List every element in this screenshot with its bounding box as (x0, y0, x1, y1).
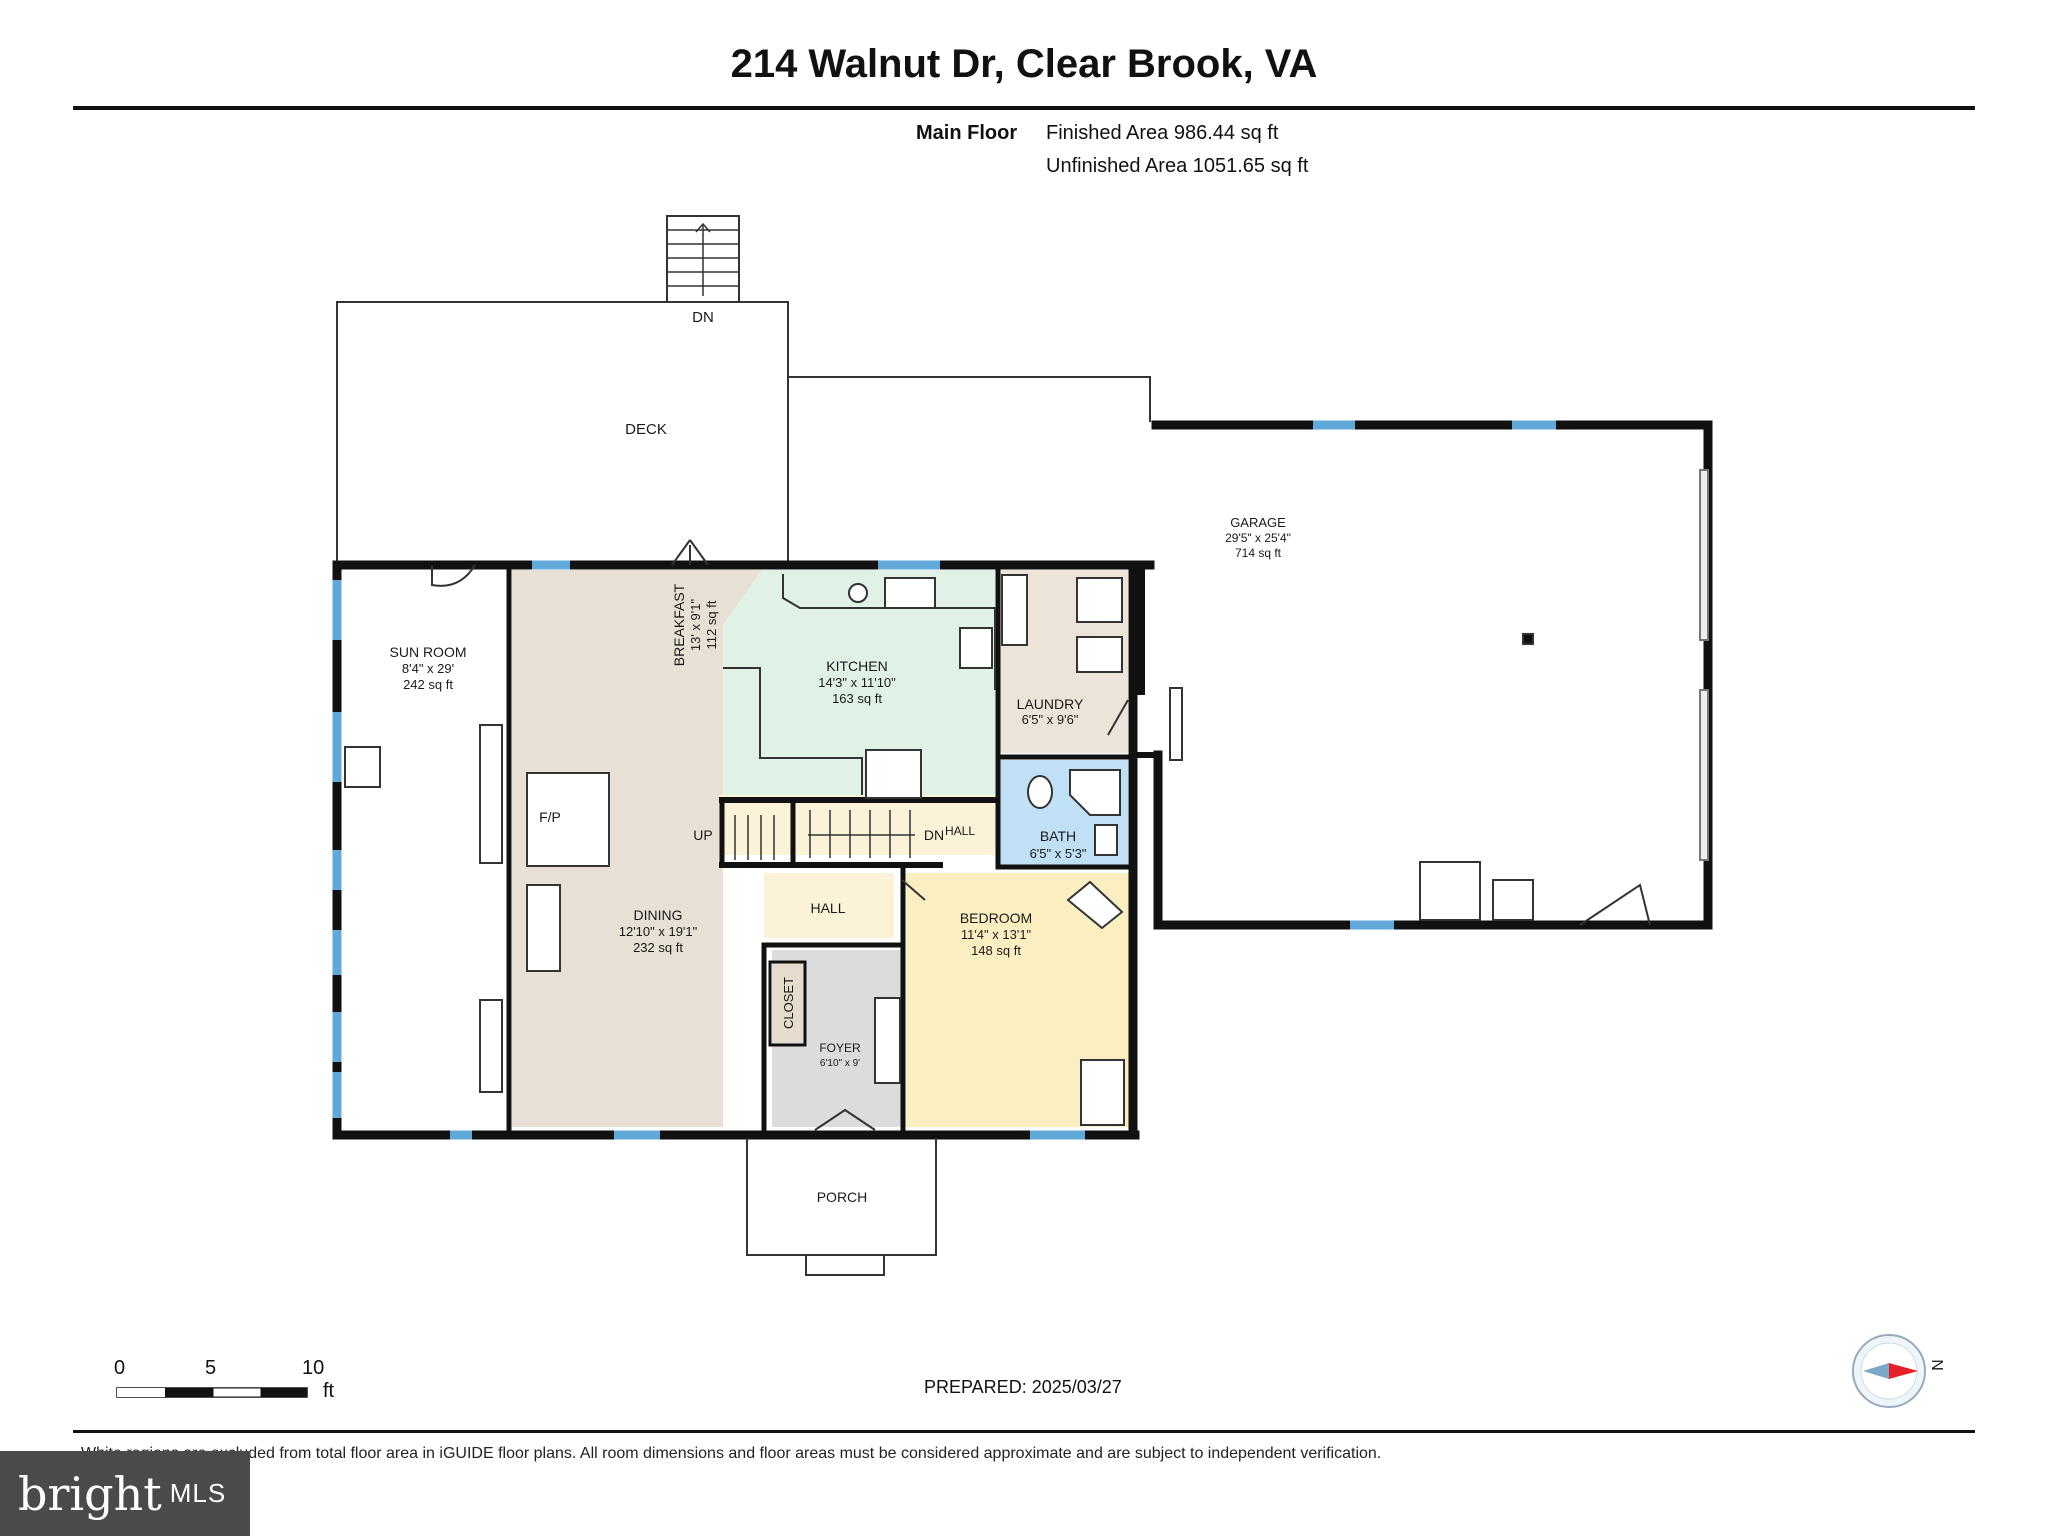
dining-name: DINING (634, 907, 683, 923)
bath-dims: 6'5" x 5'3" (1030, 846, 1087, 861)
interior-stairs (734, 810, 915, 860)
dryer-icon (1076, 636, 1123, 673)
kitchen-area: 163 sq ft (832, 691, 882, 706)
scale-unit: ft (323, 1380, 335, 1402)
porch (746, 1138, 937, 1276)
sink-icon (1094, 824, 1118, 856)
dining-fill (512, 570, 762, 1127)
garage-area: 714 sq ft (1235, 546, 1282, 560)
foyer-name: FOYER (819, 1041, 861, 1055)
stairs-up-label: UP (693, 827, 712, 843)
stairs-down-label: DN (924, 827, 944, 843)
logo-suffix: MLS (169, 1478, 227, 1508)
breakfast-dims: 13' x 9'1" (688, 599, 703, 652)
bedroom-name: BEDROOM (960, 910, 1032, 926)
sun-room-area: 242 sq ft (403, 677, 453, 692)
porch-name: PORCH (817, 1189, 868, 1205)
windows (332, 420, 1556, 1140)
dining-sideboard (526, 884, 561, 972)
closet-name: CLOSET (781, 977, 796, 1029)
north-label: N (1927, 1359, 1945, 1371)
dining-dims: 12'10" x 19'1" (619, 924, 698, 939)
footer-rule (73, 1430, 1975, 1433)
dining-area: 232 sq ft (633, 940, 683, 955)
laundry-dims: 6'5" x 9'6" (1022, 712, 1079, 727)
room-fills (512, 570, 1132, 1127)
sun-room-name: SUN ROOM (390, 644, 467, 660)
kitchen-name: KITCHEN (826, 658, 887, 674)
breakfast-area: 112 sq ft (704, 600, 719, 649)
foyer-bench (874, 997, 901, 1084)
laundry-name: LAUNDRY (1017, 696, 1084, 712)
doors (431, 539, 1651, 1131)
breakfast-label-group: BREAKFAST 13' x 9'1" 112 sq ft (671, 583, 719, 666)
hall-lower-name: HALL (810, 900, 845, 916)
unfinished-area: Unfinished Area 1051.65 sq ft (1046, 155, 1309, 177)
washer-icon (1076, 577, 1123, 623)
deck-label: DECK (625, 421, 667, 438)
sun-room-bench (479, 724, 503, 864)
kitchen-fill (723, 570, 995, 795)
foyer-dims: 6'10" x 9' (820, 1058, 860, 1069)
scale-bar (116, 1387, 308, 1398)
bath-name: BATH (1040, 828, 1076, 844)
bedroom-area: 148 sq ft (971, 943, 1021, 958)
title-rule (73, 106, 1975, 110)
hall-lower-fill (764, 873, 894, 938)
sun-room-fixture (344, 746, 381, 788)
bedroom-chair (1066, 880, 1124, 930)
sun-room-cabinet (479, 999, 503, 1093)
hall-upper-fill (720, 795, 995, 855)
garage-appliance (1419, 861, 1481, 921)
floor-name: Main Floor (916, 122, 1018, 144)
deck-stairs-label: DN (692, 309, 714, 326)
garage-dims: 29'5" x 25'4" (1225, 531, 1291, 545)
finished-area: Finished Area 986.44 sq ft (1046, 122, 1279, 144)
stove-icon (959, 627, 993, 669)
disclaimer: White regions are excluded from total fl… (81, 1445, 1382, 1462)
fireplace-label: F/P (539, 809, 561, 825)
toilet-icon (1027, 775, 1053, 809)
fireplace (526, 772, 610, 867)
page-title: 214 Walnut Dr, Clear Brook, VA (730, 42, 1318, 86)
closet-fill (772, 962, 802, 1042)
hall-upper-name: HALL (945, 824, 975, 838)
fixtures (344, 469, 1709, 1126)
scale-tick-5: 5 (205, 1357, 217, 1379)
deck (336, 215, 1151, 565)
kitchen-appliance (865, 749, 922, 799)
prepared-date: PREPARED: 2025/03/27 (924, 1377, 1122, 1397)
bedroom-dresser (1080, 1059, 1125, 1126)
garage-post (1522, 633, 1534, 645)
kitchen-dims: 14'3" x 11'10" (818, 675, 896, 690)
snowflake-icon (1492, 879, 1534, 921)
scale-tick-10: 10 (302, 1357, 325, 1379)
breakfast-name: BREAKFAST (671, 583, 687, 666)
garage-name: GARAGE (1230, 515, 1286, 530)
compass-icon (1852, 1334, 1926, 1408)
shower-icon (1069, 769, 1121, 816)
scale-tick-0: 0 (114, 1357, 126, 1379)
bright-mls-logo: bright MLS (0, 1451, 250, 1536)
logo-word: bright (18, 1466, 162, 1521)
sun-room-dims: 8'4" x 29' (402, 661, 454, 676)
bedroom-dims: 11'4" x 13'1" (961, 927, 1032, 942)
